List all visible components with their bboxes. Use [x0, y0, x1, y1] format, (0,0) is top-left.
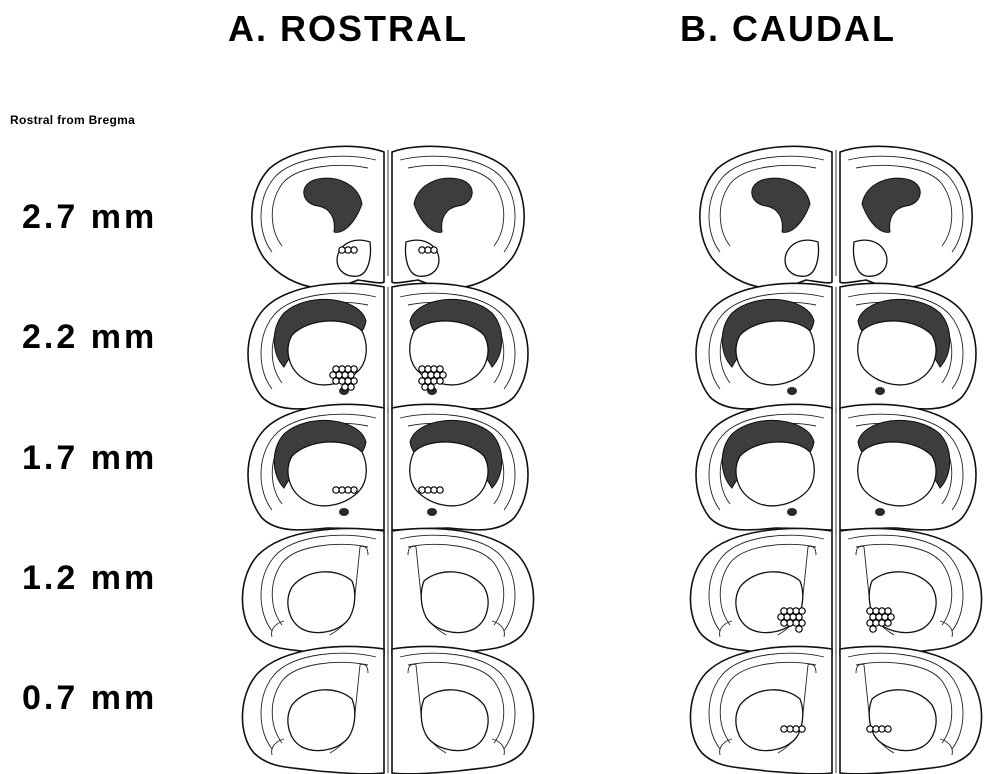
hemisphere [840, 146, 972, 288]
hemisphere [248, 404, 384, 530]
commissure-spot [427, 508, 437, 516]
hemisphere [392, 529, 534, 656]
striatum [288, 690, 355, 751]
hemisphere [700, 146, 832, 288]
injection-site-marker [781, 620, 787, 626]
injection-site-marker [333, 366, 339, 372]
brain-section [252, 146, 524, 288]
injection-site-marker [437, 378, 443, 384]
brain-section [696, 404, 976, 534]
striatum [736, 690, 803, 751]
hemisphere [696, 283, 832, 409]
hemisphere [242, 647, 384, 774]
injection-site-marker [428, 384, 434, 390]
brain-section [248, 404, 528, 534]
injection-site-marker [870, 626, 876, 632]
injection-site-marker [885, 620, 891, 626]
brain-section [242, 529, 533, 656]
injection-site-marker [333, 378, 339, 384]
hemisphere [690, 529, 832, 656]
brain-section [690, 529, 981, 656]
brain-section [696, 283, 976, 413]
hemisphere [696, 404, 832, 530]
injection-site-marker [885, 726, 891, 732]
injection-site-marker [333, 487, 339, 493]
hemisphere [248, 283, 384, 409]
striatum [288, 572, 355, 633]
injection-site-marker [339, 247, 345, 253]
injection-site-marker [330, 372, 336, 378]
injection-site-marker [888, 614, 894, 620]
hemisphere [392, 647, 534, 774]
commissure-spot [339, 508, 349, 516]
hemisphere [392, 404, 528, 530]
hemisphere [840, 283, 976, 409]
commissure-spot [787, 387, 797, 395]
injection-site-marker [440, 372, 446, 378]
brain-section [700, 146, 972, 288]
hemisphere [690, 647, 832, 774]
injection-site-marker [437, 366, 443, 372]
injection-site-marker [431, 247, 437, 253]
striatum [869, 690, 936, 751]
brain-section [248, 283, 528, 413]
injection-site-marker [781, 726, 787, 732]
striatum [421, 572, 488, 633]
hemisphere [840, 529, 982, 656]
injection-site-marker [778, 614, 784, 620]
injection-site-marker [781, 608, 787, 614]
striatum [421, 690, 488, 751]
brain-section [690, 647, 981, 774]
commissure-spot [787, 508, 797, 516]
hemisphere [392, 146, 524, 288]
hemisphere [252, 146, 384, 288]
injection-site-marker [885, 608, 891, 614]
hemisphere [840, 404, 976, 530]
brain-section [242, 647, 533, 774]
hemisphere [840, 647, 982, 774]
hemisphere [242, 529, 384, 656]
injection-site-marker [342, 384, 348, 390]
injection-site-marker [437, 487, 443, 493]
commissure-spot [875, 387, 885, 395]
hemisphere [392, 283, 528, 409]
injection-site-marker [796, 626, 802, 632]
commissure-spot [875, 508, 885, 516]
